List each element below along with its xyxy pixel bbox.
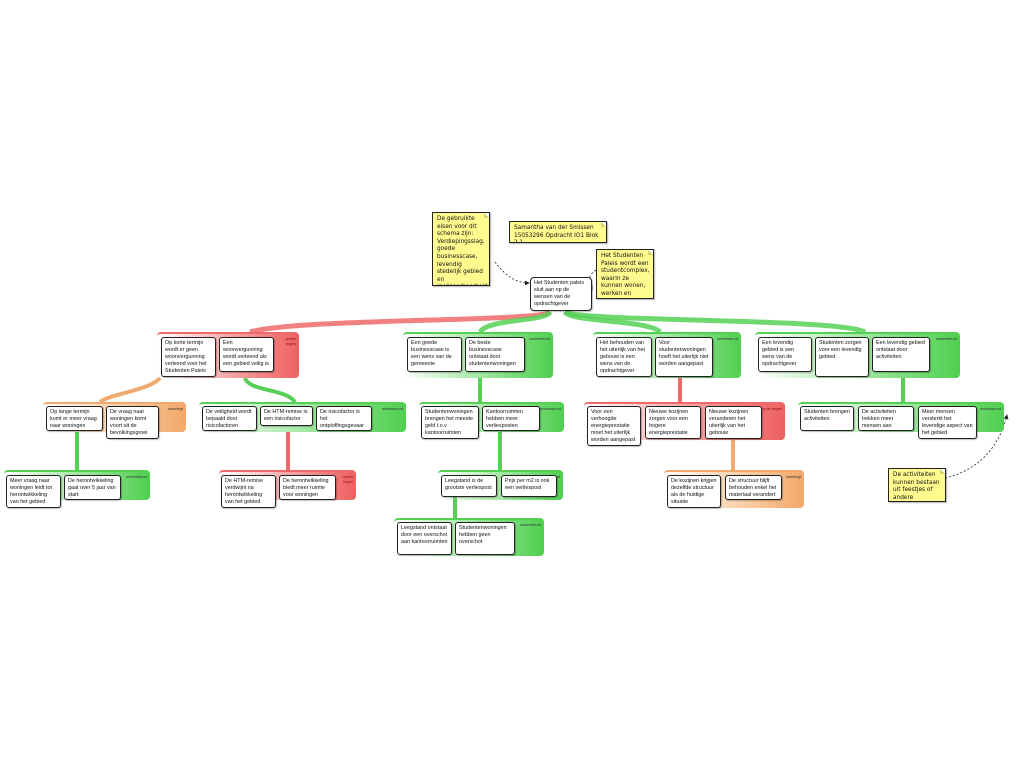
claim-d1[interactable]: Een levendig gebied is een wens van de o… [758,337,812,372]
note-eisen-text: De gebruikte eisen voor dit schema zijn:… [437,216,488,285]
claim-b1[interactable]: Een goede businesscase is een wens van d… [407,337,462,372]
claim-d3[interactable]: Een levendig gebied ontstaat door activi… [872,337,930,372]
note-activiteiten: De activiteiten kunnen bestaan uit feest… [888,468,946,502]
link-root-levendig [563,309,867,335]
tag-e: weerlegt [167,406,183,411]
tag-n: ondersteunt [519,522,541,527]
note-link-eisen [494,261,530,286]
note-auteur: Samantha van der Smissen 15053296 Opdrac… [509,221,607,243]
claim-c1[interactable]: Het behouden van het uiterlijk van het g… [596,337,652,377]
tag-b: ondersteunt [528,336,550,341]
claim-j2[interactable]: De herontwikkeling gaat over 5 jaar van … [64,475,121,500]
note-paleis-text: Het Studenten Paleis wordt een studentco… [601,253,650,297]
claim-g2[interactable]: Kantoorruimten hebben meer verliesposten [482,406,540,431]
claim-l2[interactable]: Prijs per m2 is ook een verliespost [501,475,557,497]
claim-i2[interactable]: De activiteiten trekken meer mensen aan [858,406,914,431]
claim-h1[interactable]: Voor een verhoogde energieprestatie moet… [587,406,641,446]
claim-n1[interactable]: Leegstand ontstaat door een overschot aa… [397,522,452,555]
claim-n2[interactable]: Studentenwoningen hebben geen overschot [455,522,515,555]
claim-b2[interactable]: De beste businesscase ontstaat door stud… [465,337,525,372]
note-auteur-text: Samantha van der Smissen 15053296 Opdrac… [514,225,599,242]
claim-j1[interactable]: Meer vraag naar woningen leidt tot heron… [6,475,61,508]
claim-m2[interactable]: De structuur blijft behouden enkel het m… [725,475,782,500]
claim-l1[interactable]: Leegstand is de grootste verliespost [441,475,497,497]
link-a1-weerlegt [98,376,162,404]
claim-e1[interactable]: Op lange termijn komt er meer vraag naar… [46,406,103,431]
claim-d2[interactable]: Studenten zorgen voor een levendig gebie… [815,337,869,377]
note-link-activiteiten [944,414,1009,479]
claim-k1[interactable]: De HTM-remise verdwijnt na herontwikkeli… [221,475,276,508]
tag-d: ondersteunt [935,336,957,341]
tag-h: optie tegen [762,406,782,411]
tag-a: opties tegen [285,336,296,346]
tag-k: opties tegen [342,474,353,484]
claim-k2[interactable]: De herontwikkeling biedt meer ruimte voo… [279,475,336,500]
note-eisen: De gebruikte eisen voor dit schema zijn:… [432,212,490,286]
claim-e2[interactable]: De vraag naar woningen komt voort uit de… [106,406,159,439]
claim-c2[interactable]: Voor studentenwoningen hoeft het uiterli… [655,337,713,377]
claim-m1[interactable]: De kozijnen krijgen dezelfde structuur a… [667,475,721,508]
tag-c: ondersteunt [716,336,738,341]
claim-g1[interactable]: Studentenwoningen brengen het meeste gel… [421,406,479,439]
claim-i1[interactable]: Studenten brengen activiteiten [800,406,854,431]
tag-j: ondersteunt [125,474,147,479]
claim-h2[interactable]: Nieuwe kozijnen zorgen voor een hogere e… [645,406,701,439]
link-root-businesscase [477,310,553,334]
link-root-opties-tegen [249,309,552,335]
claim-f1[interactable]: De veiligheid wordt bepaald door risicof… [202,406,257,431]
claim-h3[interactable]: Nieuwe kozijnen veranderen het uiterlijk… [705,406,762,439]
tag-f: ondersteunt [381,406,403,411]
claim-f3[interactable]: De risicofactor is het ontploffingsgevaa… [316,406,372,431]
claim-i3[interactable]: Meer mensen versterkt het levendige aspe… [918,406,977,439]
tag-i: ondersteunt [979,406,1001,411]
claim-a2[interactable]: Een woonvergunning wordt verleend als ee… [219,337,274,372]
tag-g: ondersteunt [539,406,561,411]
claim-f2[interactable]: De HTM-remise is een risicofactor [260,406,313,426]
claim-a1[interactable]: Op korte termijn wordt er geen woonvergu… [161,337,216,377]
note-paleis: Het Studenten Paleis wordt een studentco… [596,249,654,299]
tag-m: weerlegt [785,474,801,479]
note-activiteiten-text: De activiteiten kunnen bestaan uit feest… [893,472,940,501]
link-a2-ondersteunt [243,376,297,404]
root-contention[interactable]: Het Studenten paleis sluit aan op de wen… [530,277,592,311]
